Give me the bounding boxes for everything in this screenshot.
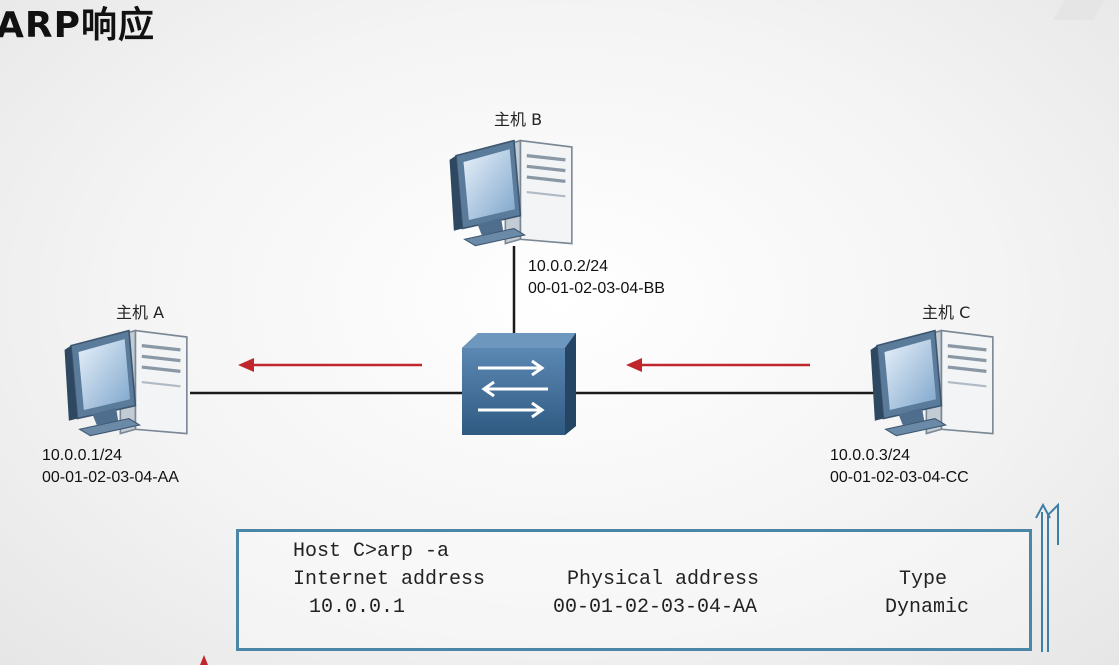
host-a-ip: 10.0.0.1/24: [42, 447, 123, 464]
red-marker: [200, 655, 208, 665]
arp-row-type: Dynamic: [885, 596, 970, 619]
arp-header-type: Type: [899, 568, 948, 591]
host-a-mac: 00-01-02-03-04-AA: [42, 469, 179, 486]
host-a-name: 主机 A: [116, 303, 165, 322]
host-c-ip: 10.0.0.3/24: [830, 447, 911, 464]
host-c-computer-icon: [868, 328, 995, 438]
arp-header-physical: Physical address: [567, 568, 760, 591]
host-c-mac: 00-01-02-03-04-CC: [830, 469, 969, 486]
page-title: ARP响应: [0, 5, 155, 46]
host-b-mac: 00-01-02-03-04-BB: [528, 280, 665, 297]
host-b-ip: 10.0.0.2/24: [528, 258, 609, 275]
host-b-name: 主机 B: [494, 110, 543, 129]
switch-icon: [462, 333, 576, 435]
arp-row-physical: 00-01-02-03-04-AA: [553, 596, 758, 619]
arrow-host-c-to-switch: [626, 358, 810, 372]
arp-header-internet: Internet address: [293, 568, 486, 591]
bracket-arrow: [1035, 502, 1059, 652]
host-c-name: 主机 C: [922, 303, 971, 322]
arp-row-internet: 10.0.0.1: [309, 596, 406, 619]
arp-table-box: Host C>arp -a Internet address Physical …: [236, 529, 1032, 651]
host-a-computer-icon: [62, 328, 189, 438]
host-b-computer-icon: [447, 138, 574, 248]
arrow-switch-to-host-a: [238, 358, 422, 372]
arp-command: Host C>arp -a: [293, 540, 450, 563]
